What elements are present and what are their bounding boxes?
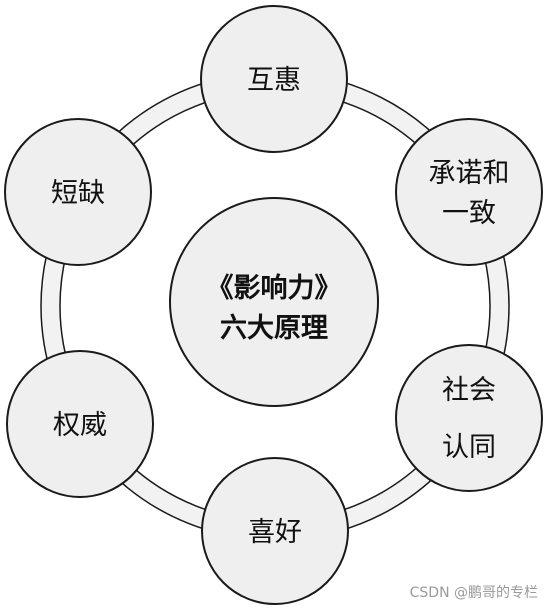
node-label-line1: 承诺和	[429, 158, 510, 189]
node-circle	[4, 118, 152, 266]
node-circle	[395, 344, 543, 492]
node-liking: 喜好	[201, 457, 349, 605]
node-commitment-consistency: 承诺和 一致	[395, 118, 543, 266]
node-circle	[395, 118, 543, 266]
node-social-proof: 社会 认同	[395, 344, 543, 492]
node-circle	[6, 350, 154, 498]
center-subtitle: 六大原理	[220, 313, 328, 344]
node-label-line1: 社会	[442, 375, 496, 406]
center-hub-circle	[169, 197, 379, 407]
node-label: 喜好	[248, 517, 302, 548]
center-title: 《影响力》	[207, 272, 342, 304]
node-label: 权威	[53, 410, 107, 441]
node-label-line2: 一致	[442, 198, 496, 229]
node-circle	[200, 5, 348, 153]
node-scarcity: 短缺	[4, 118, 152, 266]
node-label: 互惠	[247, 65, 301, 96]
watermark-text: CSDN @鹏哥的专栏	[409, 585, 538, 601]
node-circle	[201, 457, 349, 605]
node-label: 短缺	[51, 178, 105, 209]
node-label-line2: 认同	[442, 432, 496, 463]
node-authority: 权威	[6, 350, 154, 498]
node-reciprocity: 互惠	[200, 5, 348, 153]
center-hub: 《影响力》 六大原理	[169, 197, 379, 407]
